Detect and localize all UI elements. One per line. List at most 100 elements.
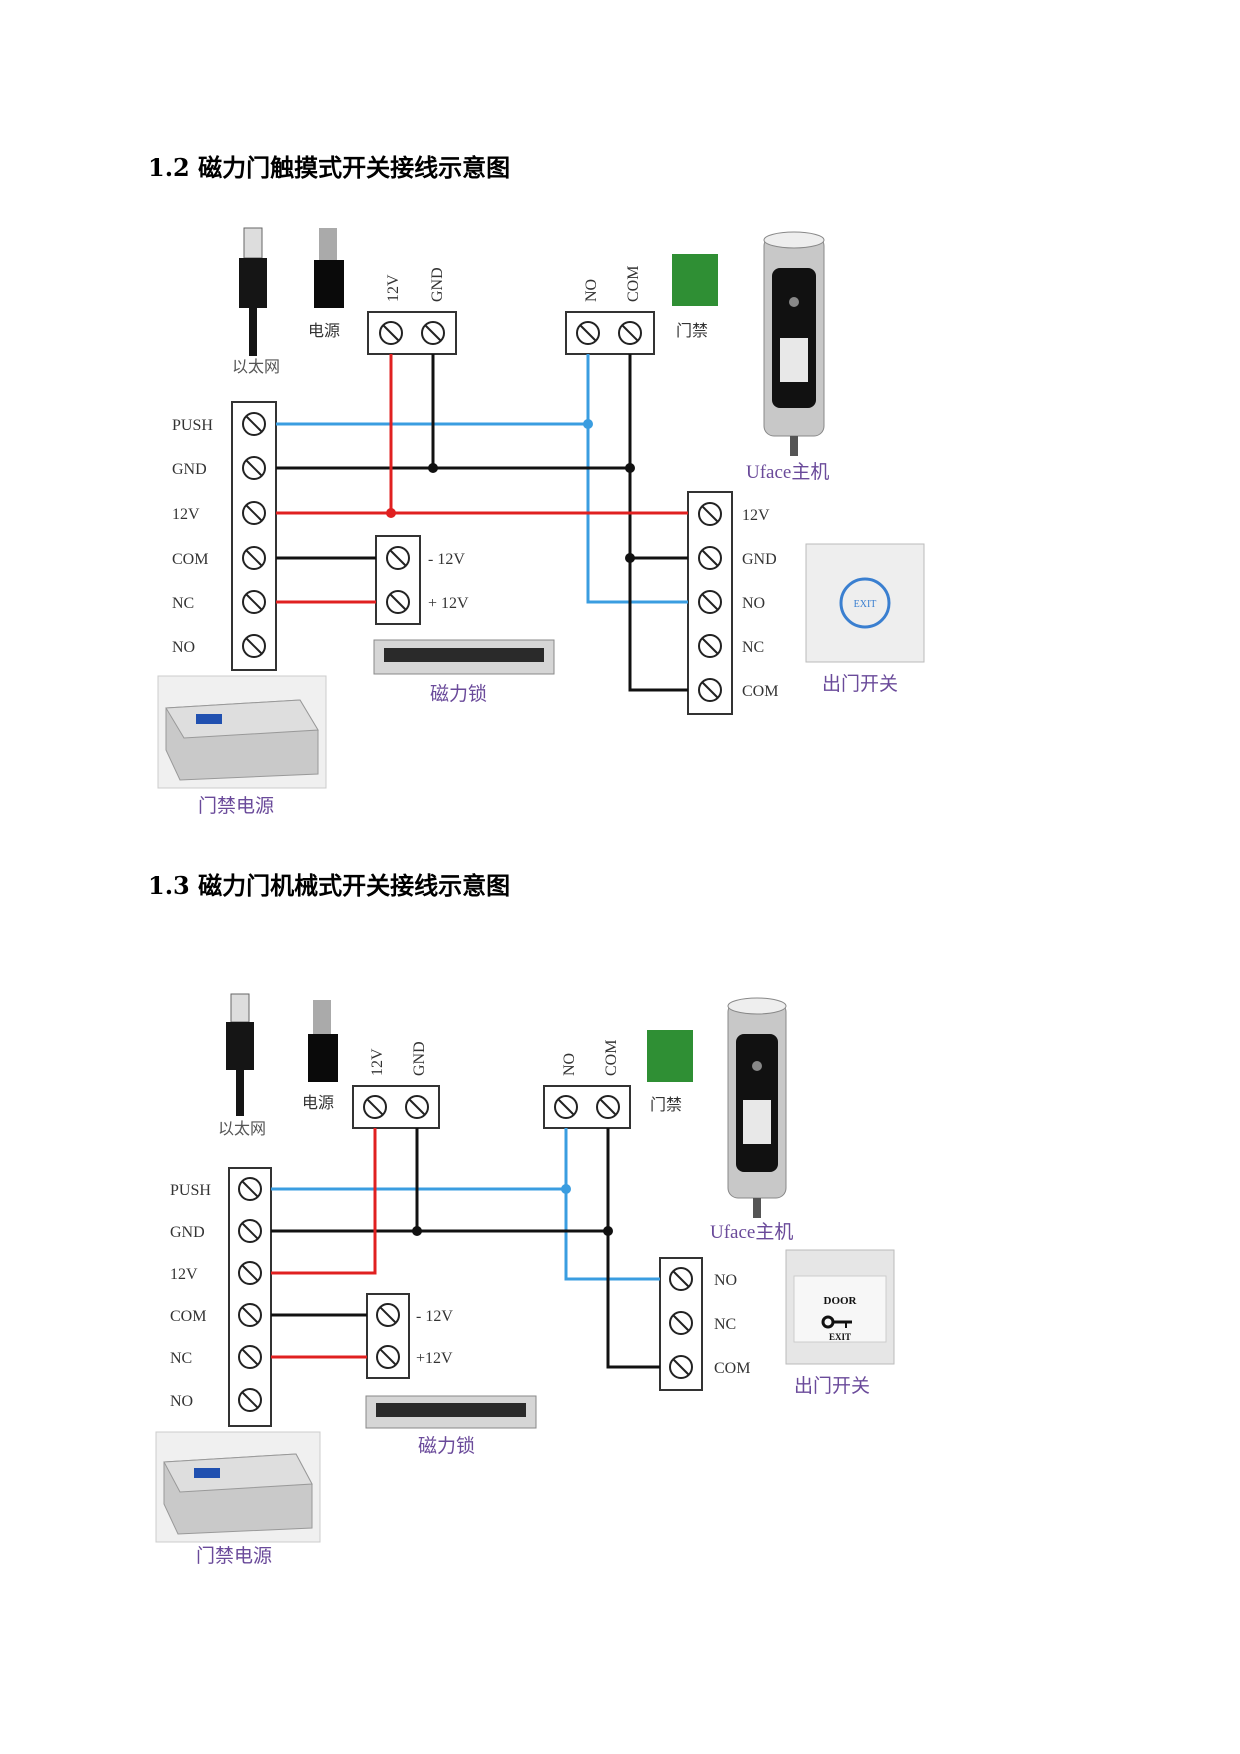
key-icon xyxy=(821,1315,852,1329)
wires-black xyxy=(271,1128,660,1369)
psu-terminal-strip xyxy=(228,1167,272,1427)
uface-label: Uface主机 xyxy=(746,461,829,483)
screw-icon xyxy=(242,634,266,658)
screw-icon xyxy=(554,1095,578,1119)
screw-icon xyxy=(596,1095,620,1119)
screw-icon xyxy=(405,1095,429,1119)
wire-junction-dots xyxy=(386,419,635,563)
access-indicator-green xyxy=(647,1030,693,1082)
psu-terminal-gnd: GND xyxy=(170,1224,205,1241)
wiring-diagram-touch: 以太网 电源 12V GND NO COM 门禁 Uface主机 PUSH GN… xyxy=(157,227,925,817)
screw-icon xyxy=(618,321,642,345)
screw-icon xyxy=(421,321,445,345)
access-label: 门禁 xyxy=(676,322,708,340)
screw-icon xyxy=(698,634,722,658)
psu-terminal-strip xyxy=(231,401,277,671)
lock-terminal-block xyxy=(375,535,421,625)
ethernet-label: 以太网 xyxy=(232,358,280,376)
screw-icon xyxy=(242,546,266,570)
psu-terminal-push: PUSH xyxy=(170,1182,211,1199)
screw-icon xyxy=(242,590,266,614)
wire-junction-dots xyxy=(412,1184,613,1236)
lock-terminal-block xyxy=(366,1293,410,1379)
wires-blue xyxy=(271,1128,660,1281)
power-terminal-label-12v: 12V xyxy=(369,1048,386,1076)
psu-terminal-nc: NC xyxy=(172,595,194,612)
access-indicator-green xyxy=(672,254,718,306)
screw-icon xyxy=(238,1345,262,1369)
exit-terminal-nc: NC xyxy=(742,639,764,656)
ethernet-plug-icon xyxy=(226,993,254,1116)
exit-terminal-no: NO xyxy=(714,1272,737,1289)
screw-icon xyxy=(576,321,600,345)
exit-label: 出门开关 xyxy=(822,673,898,695)
psu-terminal-nc: NC xyxy=(170,1350,192,1367)
power-terminal-block xyxy=(367,311,457,355)
screw-icon xyxy=(242,456,266,480)
exit-terminal-com: COM xyxy=(742,683,778,700)
psu-terminal-com: COM xyxy=(170,1308,206,1325)
access-power-supply-icon xyxy=(155,1431,321,1543)
psu-terminal-12v: 12V xyxy=(170,1266,198,1283)
lock-terminal-neg: - 12V xyxy=(428,551,465,568)
access-label: 门禁 xyxy=(650,1096,682,1114)
psu-terminal-12v: 12V xyxy=(172,506,200,523)
wires-red xyxy=(276,354,688,604)
screw-icon xyxy=(698,590,722,614)
exit-terminal-com: COM xyxy=(714,1360,750,1377)
magnetic-lock-icon xyxy=(365,1395,537,1429)
exit-button-text-door: DOOR xyxy=(824,1295,858,1307)
access-power-supply-icon xyxy=(157,675,327,789)
wires-blue xyxy=(276,354,688,604)
screw-icon xyxy=(363,1095,387,1119)
access-terminal-block xyxy=(565,311,655,355)
screw-icon xyxy=(379,321,403,345)
access-terminal-label-com: COM xyxy=(603,1040,620,1076)
screw-icon xyxy=(386,590,410,614)
uface-device-icon xyxy=(763,231,825,456)
psu-terminal-com: COM xyxy=(172,551,208,568)
power-plug-icon xyxy=(308,1000,338,1082)
screw-icon xyxy=(698,502,722,526)
screw-icon xyxy=(376,1303,400,1327)
screw-icon xyxy=(238,1177,262,1201)
screw-icon xyxy=(242,412,266,436)
psu-terminal-gnd: GND xyxy=(172,461,207,478)
access-terminal-block xyxy=(543,1085,631,1129)
wires-red xyxy=(271,1128,377,1359)
access-terminal-label-no: NO xyxy=(583,279,600,302)
lock-label: 磁力锁 xyxy=(418,1435,475,1457)
power-terminal-label-gnd: GND xyxy=(411,1041,428,1076)
exit-terminal-nc: NC xyxy=(714,1316,736,1333)
exit-terminal-no: NO xyxy=(742,595,765,612)
wiring-diagram-mechanical: 以太网 电源 12V GND NO COM 门禁 Uface主机 PUSH GN… xyxy=(155,993,895,1567)
screw-icon xyxy=(376,1345,400,1369)
screw-icon xyxy=(238,1388,262,1412)
screw-icon xyxy=(238,1219,262,1243)
exit-touch-button-icon xyxy=(805,543,925,663)
lock-label: 磁力锁 xyxy=(430,683,487,705)
psu-terminal-no: NO xyxy=(170,1393,193,1410)
power-label: 电源 xyxy=(308,322,340,340)
screw-icon xyxy=(669,1267,693,1291)
lock-terminal-pos: + 12V xyxy=(428,595,469,612)
psu-terminal-push: PUSH xyxy=(172,417,213,434)
magnetic-lock-icon xyxy=(373,639,555,675)
access-terminal-label-no: NO xyxy=(561,1053,578,1076)
screw-icon xyxy=(669,1355,693,1379)
lock-terminal-pos: +12V xyxy=(416,1350,453,1367)
psu-terminal-no: NO xyxy=(172,639,195,656)
section-title-2: 1.3 磁力门机械式开关接线示意图 xyxy=(148,871,511,900)
section-title-1: 1.2 磁力门触摸式开关接线示意图 xyxy=(148,153,511,182)
ethernet-label: 以太网 xyxy=(218,1120,266,1138)
power-label: 电源 xyxy=(302,1094,334,1112)
power-terminal-block xyxy=(352,1085,440,1129)
psu-label: 门禁电源 xyxy=(196,1545,272,1567)
screw-icon xyxy=(698,678,722,702)
psu-label: 门禁电源 xyxy=(198,795,274,817)
exit-mechanical-button-icon xyxy=(785,1249,895,1365)
access-terminal-label-com: COM xyxy=(625,266,642,302)
ethernet-plug-icon xyxy=(239,227,267,356)
power-plug-icon xyxy=(314,228,344,308)
power-terminal-label-12v: 12V xyxy=(385,274,402,302)
